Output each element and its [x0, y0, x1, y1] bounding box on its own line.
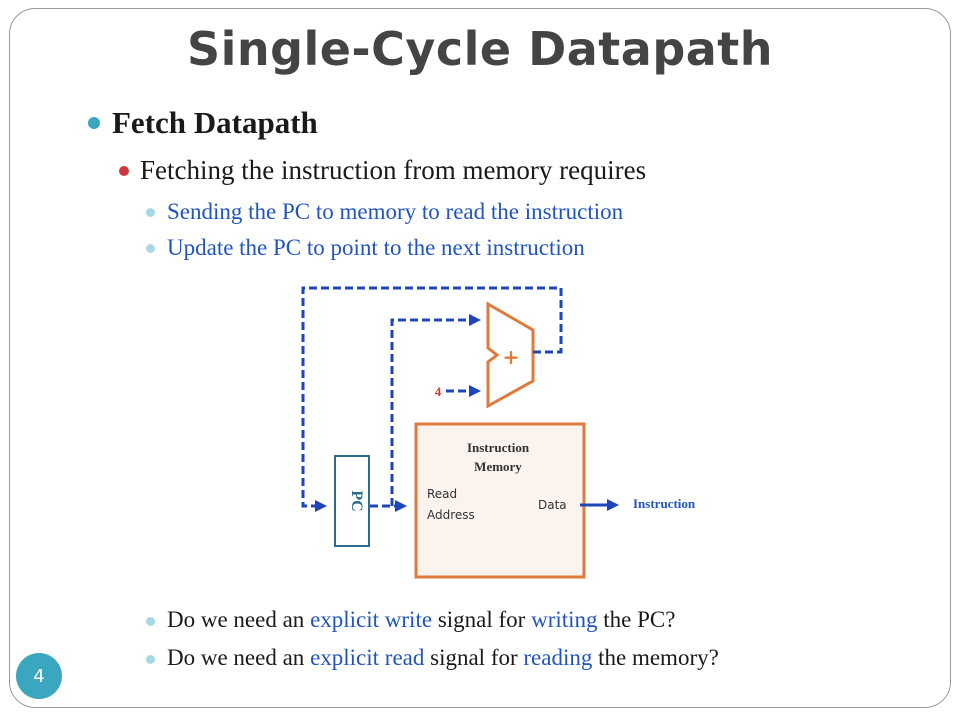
slide-title: Single-Cycle Datapath	[186, 22, 774, 76]
question-highlight: reading	[523, 645, 593, 670]
question-highlight: writing	[531, 607, 598, 632]
data-label: Data	[538, 498, 567, 512]
pc-label: PC	[348, 490, 365, 511]
bullet-fetch-datapath: Fetch Datapath	[112, 105, 318, 140]
question-highlight: explicit read	[310, 645, 425, 670]
question-write-signal: Do we need an explicit write signal for …	[167, 607, 675, 633]
memory-title-line2: Memory	[474, 459, 522, 474]
page-number-badge: 4	[16, 653, 62, 699]
adder-label: +	[503, 345, 520, 369]
instruction-output-label: Instruction	[633, 496, 696, 511]
instruction-memory-box	[414, 422, 586, 579]
question-text: Do we need an	[167, 645, 311, 670]
bullet-dot-level3	[146, 617, 155, 626]
question-read-signal: Do we need an explicit read signal for r…	[167, 645, 719, 671]
bullet-dot-level2	[119, 166, 129, 176]
question-text: signal for	[432, 607, 532, 632]
bullet-dot-level1	[88, 117, 100, 129]
read-address-line1: Read	[427, 487, 457, 501]
question-text: Do we need an	[167, 607, 311, 632]
bullet-dot-level3	[146, 208, 155, 217]
question-text: the PC?	[597, 607, 676, 632]
slide-frame	[9, 8, 951, 708]
bullet-dot-level3	[146, 244, 155, 253]
bullet-dot-level3	[146, 655, 155, 664]
constant-four-label: 4	[435, 384, 442, 399]
question-text: signal for	[424, 645, 524, 670]
bullet-sending-pc: Sending the PC to memory to read the ins…	[167, 199, 624, 224]
bullet-update-pc: Update the PC to point to the next instr…	[167, 235, 585, 260]
bullet-fetching-instruction: Fetching the instruction from memory req…	[140, 155, 647, 185]
wire-pc-to-adder	[390, 314, 481, 506]
question-text: the memory?	[592, 645, 719, 670]
memory-title-line1: Instruction	[467, 440, 530, 455]
adder-shape	[486, 301, 535, 409]
read-address-line2: Address	[427, 508, 475, 522]
question-highlight: explicit write	[310, 607, 433, 632]
pc-register-box	[334, 455, 370, 547]
wire-adder-to-pc	[301, 286, 563, 512]
